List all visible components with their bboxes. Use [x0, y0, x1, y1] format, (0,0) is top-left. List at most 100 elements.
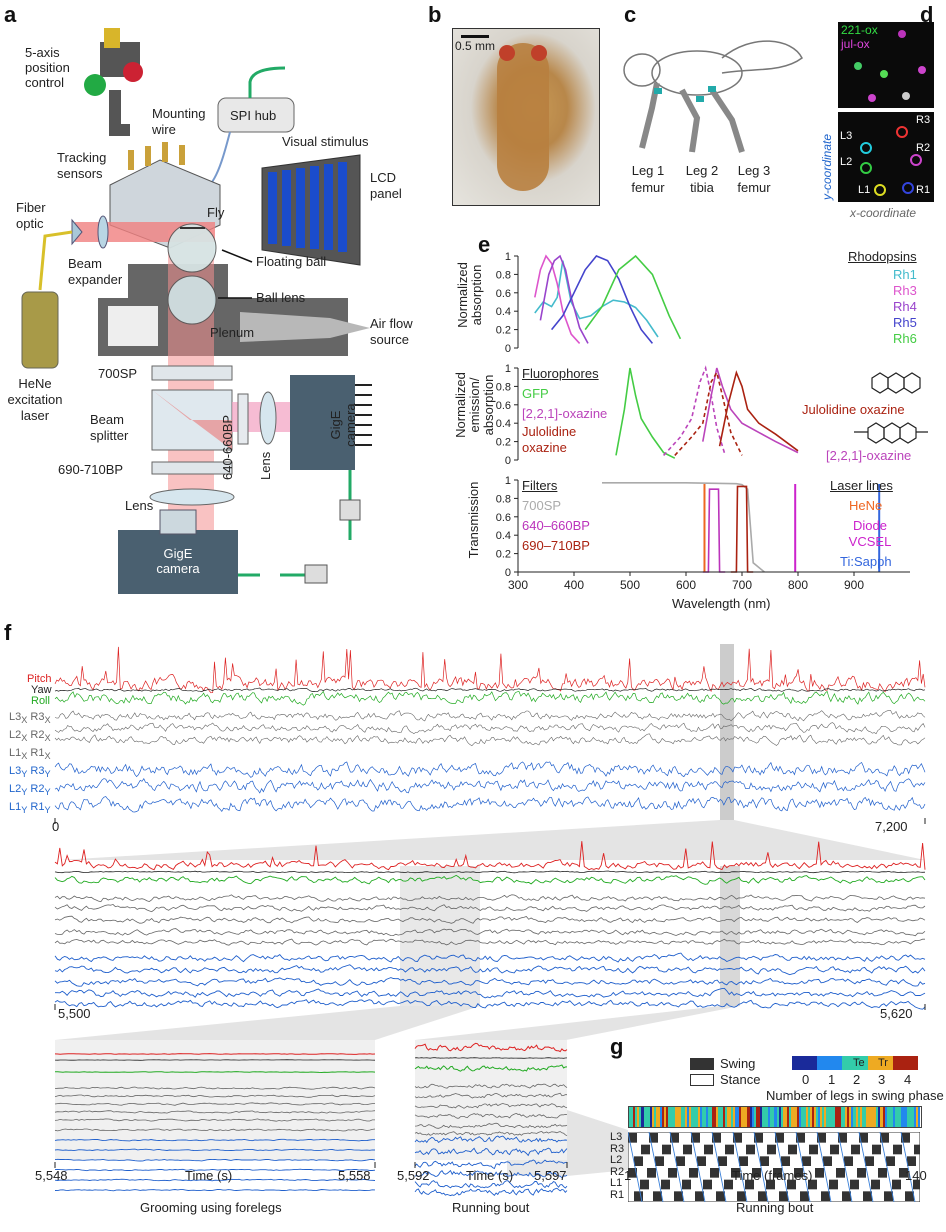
gait-swing-block: [773, 1168, 782, 1178]
marker-l1: [874, 184, 886, 196]
f3-legy-3: [54, 1168, 376, 1172]
f2-legx-0: [54, 894, 926, 903]
strip-cell: [888, 1107, 891, 1127]
filter-700sp: [151, 365, 233, 381]
gait-swing-block: [851, 1144, 860, 1155]
knob-green: [84, 74, 106, 96]
strip-cell: [653, 1107, 657, 1127]
strip-cell: [710, 1107, 713, 1127]
strip-cell: [693, 1107, 696, 1127]
ly3: L3: [9, 765, 22, 777]
leg-r2-label: R2: [916, 142, 931, 154]
strip-cell: [899, 1107, 902, 1127]
gait-swing-block: [872, 1144, 881, 1155]
strip-cell: [809, 1107, 812, 1127]
swing-swatch: [690, 1058, 714, 1070]
gait-swing-block: [788, 1144, 797, 1155]
gait-line: [816, 1132, 832, 1202]
strip-cell: [820, 1107, 823, 1127]
strip-cell: [662, 1107, 665, 1127]
e-xtick-label: 900: [844, 578, 864, 592]
gait-swing-block: [815, 1168, 824, 1178]
gait-line: [711, 1132, 727, 1202]
legend-diode-vcsel: Diode VCSEL: [848, 518, 892, 549]
gait-swing-block: [794, 1168, 803, 1178]
strip-cell: [799, 1107, 802, 1127]
strip-cell: [724, 1107, 727, 1127]
f1-legy-2: [54, 796, 926, 813]
fluorescence-image: 221-ox jul-ox: [838, 22, 934, 108]
strip-cell: [714, 1107, 717, 1127]
strip-cell: [795, 1107, 798, 1127]
f4-legx-0: [414, 1083, 568, 1089]
knob-yellow: [104, 28, 120, 48]
air-flow-line-1: Air flow: [370, 316, 413, 331]
strip-cell: [749, 1107, 752, 1127]
strip-cell: [801, 1107, 804, 1127]
label-yaw: Yaw: [31, 684, 52, 696]
strip-cell: [813, 1107, 817, 1127]
strip-cell: [776, 1107, 779, 1127]
row-l2: L2: [610, 1154, 623, 1167]
panel-label-d: d: [920, 2, 934, 27]
e0-ytick-label: 1: [505, 251, 511, 263]
f1-legy-0: [54, 761, 926, 778]
lcd-panel-line-2: panel: [370, 186, 402, 201]
panel-label-b: b: [428, 2, 442, 27]
f4-xlabel: Time (s): [466, 1168, 514, 1183]
tracking-sensors-line-2: sensors: [57, 166, 103, 181]
gige-camera-bottom: [118, 530, 238, 594]
lx1: L1: [9, 747, 22, 760]
strip-cell: [874, 1107, 877, 1127]
gait-swing-block: [704, 1144, 713, 1155]
strip-cell: [762, 1107, 765, 1127]
strip-cell: [851, 1107, 854, 1127]
colorbar-label: Number of legs in swing phase: [766, 1088, 944, 1103]
strip-cell: [770, 1107, 773, 1127]
beam-expander-line-2: expander: [68, 272, 123, 287]
gait-line: [732, 1132, 748, 1202]
g-xstart: 1: [624, 1168, 632, 1183]
colorbar-tick-4: 4: [904, 1072, 912, 1087]
f1-legx-1: [54, 722, 926, 735]
plenum-cavity-left: [108, 306, 158, 346]
label-gige-camera-bottom: GigE camera: [148, 546, 208, 576]
gait-swing-block: [718, 1156, 727, 1166]
spi-cable: [248, 66, 286, 98]
colorbar: [792, 1056, 919, 1070]
f4-legx-2: [414, 1103, 568, 1109]
arrow-floating-ball: [221, 249, 253, 263]
strip-cell: [895, 1107, 898, 1127]
fly-line-drawing: [623, 40, 803, 153]
strip-cell: [691, 1107, 694, 1127]
strip-cell: [629, 1107, 632, 1127]
e2-series-0: [602, 482, 765, 573]
f3-legx-4: [54, 1118, 375, 1122]
strip-cell: [707, 1107, 711, 1127]
gait-swing-block: [836, 1168, 845, 1178]
legend-rh4: Rh4: [893, 299, 917, 314]
f4-legy-5: [414, 1187, 568, 1197]
e1-ytick-label: 1: [505, 363, 511, 375]
gait-swing-block: [716, 1191, 725, 1201]
e1-ytick-label: 0.6: [496, 400, 511, 412]
fiber-optic-line-1: Fiber: [16, 200, 46, 215]
f-zoom-connector-3: [415, 1006, 740, 1040]
f3-xend: 5,558: [338, 1168, 371, 1183]
strip-cell: [822, 1107, 825, 1127]
gait-line: [879, 1132, 895, 1202]
strip-cell: [757, 1107, 760, 1127]
f-zoom-connector-1: [60, 820, 925, 860]
gige-camera-side: [290, 375, 355, 470]
legend-rh6: Rh6: [893, 331, 917, 346]
gait-swing-block: [817, 1133, 826, 1143]
gait-swing-block: [628, 1168, 637, 1178]
strip-cell: [865, 1107, 868, 1127]
spot-3: [880, 70, 888, 78]
gait-swing-block: [682, 1179, 691, 1190]
legend-jul-ox: jul-ox: [841, 37, 870, 51]
e2-ytick-label: 0: [505, 567, 511, 579]
lcd-stripes: [268, 162, 347, 252]
gait-row-labels: L3 R3 L2 R2 L1 R1: [610, 1131, 624, 1202]
strip-cell: [782, 1107, 785, 1127]
